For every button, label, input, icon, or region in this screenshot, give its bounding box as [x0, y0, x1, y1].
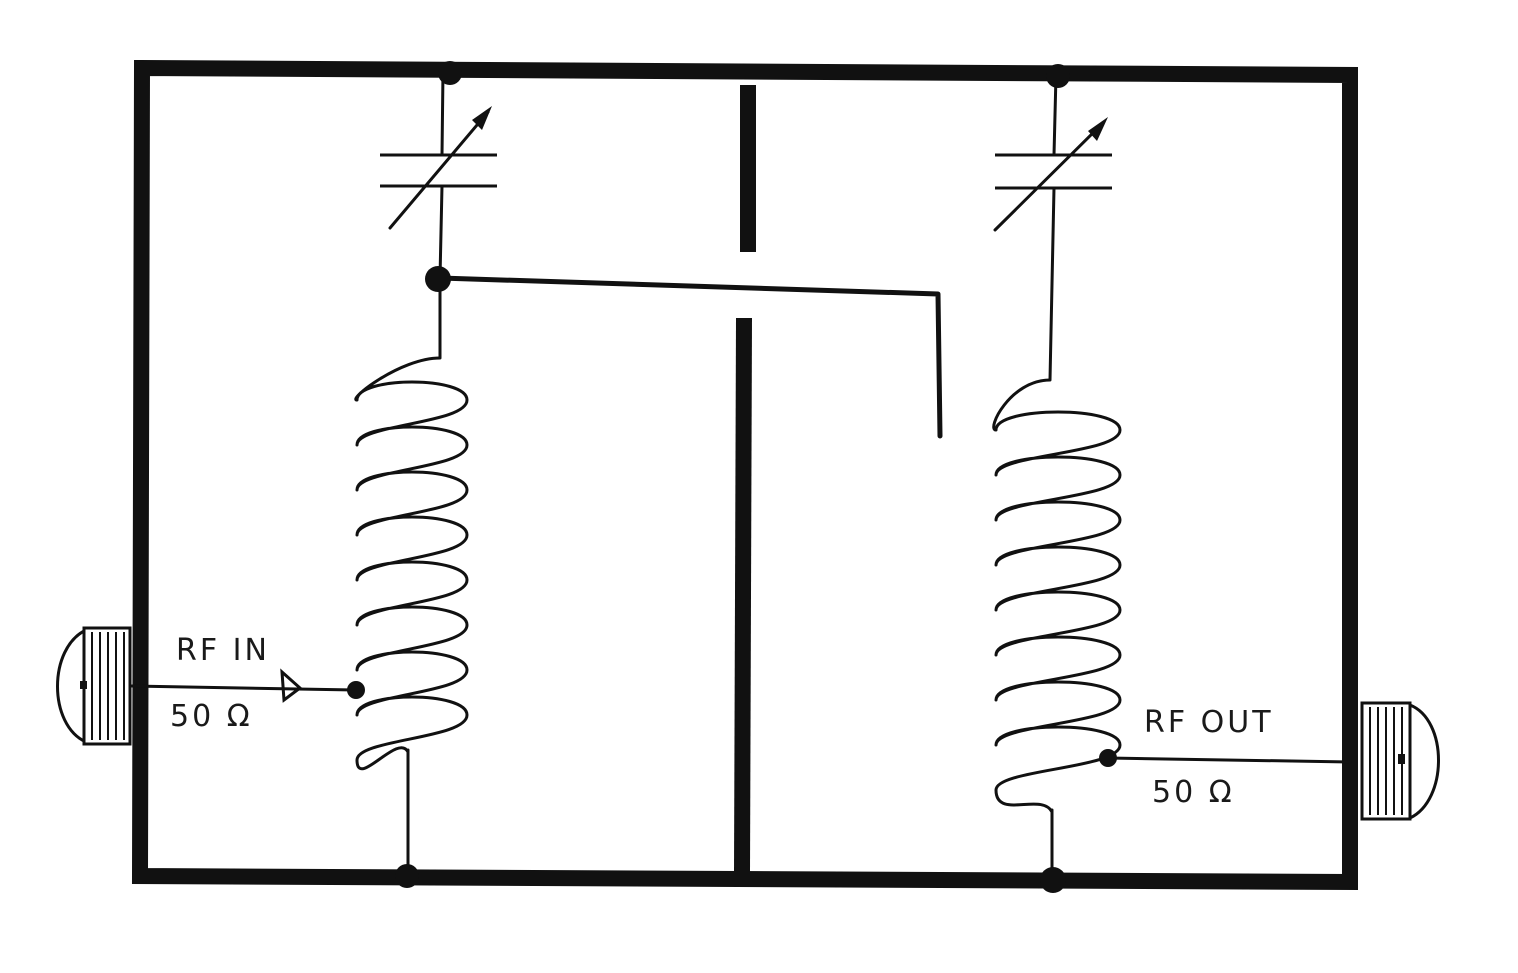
center-shield — [734, 85, 756, 873]
output-feed-line — [1106, 756, 1352, 764]
capacitor-arrow-icon — [472, 106, 492, 130]
output-variable-capacitor — [993, 117, 1112, 232]
input-arrow-icon — [280, 668, 303, 703]
rf-in-label: RF IN — [176, 633, 270, 668]
capacitor-arrow-icon — [1088, 117, 1108, 141]
junction-dots — [347, 61, 1117, 893]
rf-out-label: RF OUT — [1144, 705, 1274, 740]
input-variable-capacitor — [380, 106, 497, 230]
input-feed-line — [130, 684, 357, 692]
output-connector — [1360, 701, 1440, 821]
input-resonator — [354, 70, 497, 874]
input-coil — [354, 356, 469, 771]
rf-in-impedance-label: 50 Ω — [170, 699, 253, 734]
output-coil — [992, 378, 1122, 813]
input-connector — [56, 626, 132, 746]
rf-out-impedance-label: 50 Ω — [1152, 775, 1235, 810]
enclosure-box — [131, 59, 1358, 891]
coupling-link — [437, 275, 943, 439]
output-resonator — [992, 73, 1122, 878]
